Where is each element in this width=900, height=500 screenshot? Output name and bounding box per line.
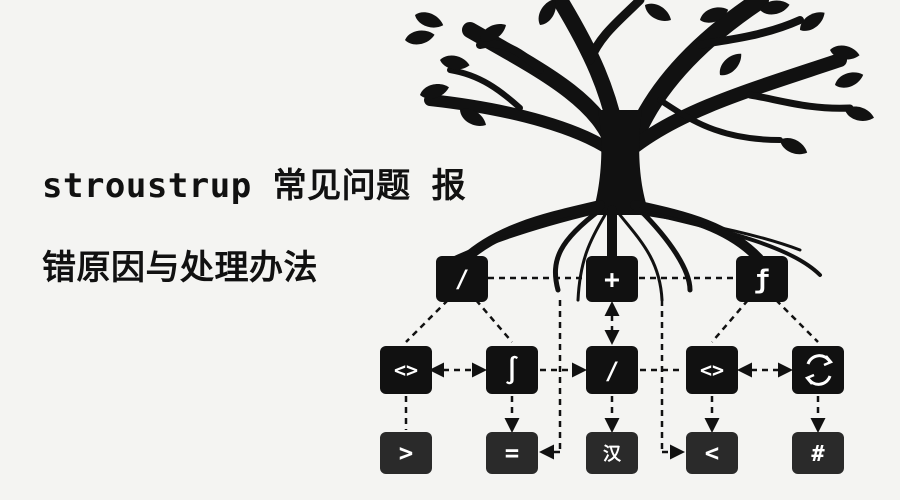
node-root-divide: / (436, 256, 488, 302)
node-label: + (604, 265, 620, 295)
node-label: / (455, 265, 469, 293)
node-label: ∫ (504, 355, 520, 386)
node-mid-divide: / (586, 346, 638, 394)
diagram-nodes: / + ƒ <> ∫ / (380, 256, 844, 474)
node-leaf-equals: = (486, 432, 538, 474)
node-label: = (505, 439, 519, 467)
node-root-function: ƒ (736, 256, 788, 302)
node-leaf-less: < (686, 432, 738, 474)
node-mid-angle-code: <> (380, 346, 432, 394)
node-leaf-glyph: 汉 (586, 432, 638, 474)
node-leaf-greater: > (380, 432, 432, 474)
node-label: # (811, 442, 825, 467)
node-label: 汉 (603, 444, 622, 465)
node-leaf-hash: # (792, 432, 844, 474)
node-label: > (399, 439, 413, 467)
node-root-plus: + (586, 256, 638, 302)
page-title-line-1: stroustrup 常见问题 报 (42, 166, 467, 206)
node-mid-cycle (792, 346, 844, 394)
node-label: < (705, 439, 719, 467)
cycle-icon (804, 354, 834, 386)
node-label: / (605, 357, 619, 385)
tree-roots (438, 200, 822, 302)
node-mid-integral: ∫ (486, 346, 538, 394)
diagram-connectors (404, 276, 826, 460)
node-mid-diamond-code: <> (686, 346, 738, 394)
node-label: ƒ (754, 265, 770, 295)
tree-branches (424, 0, 854, 159)
page-title-line-2: 错原因与处理办法 (42, 248, 318, 288)
tree-trunk (592, 110, 650, 215)
node-label: <> (394, 358, 418, 382)
node-label: <> (700, 358, 724, 382)
